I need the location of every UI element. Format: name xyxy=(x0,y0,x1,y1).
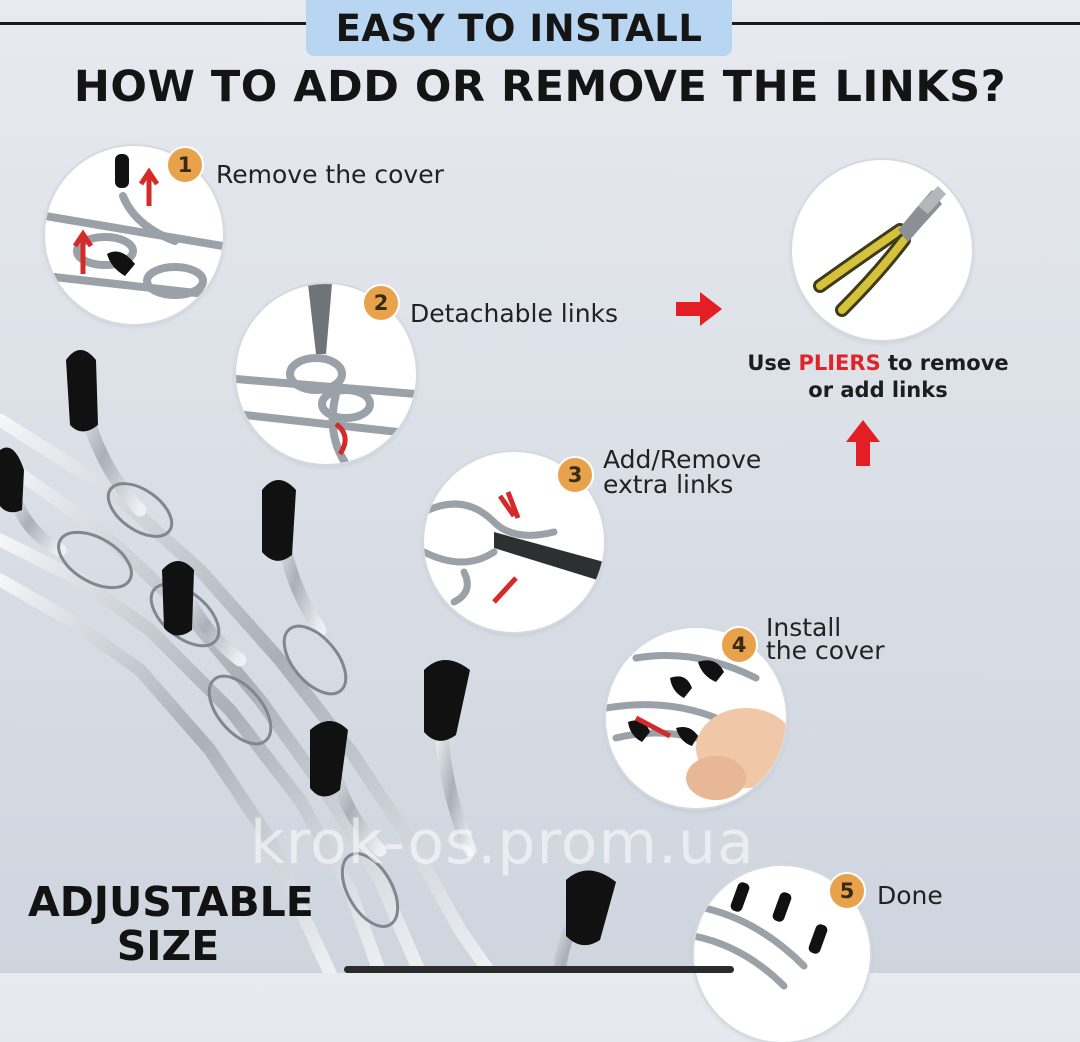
watermark: krok-os.prom.ua xyxy=(250,808,755,878)
step-3-badge: 3 xyxy=(556,456,594,494)
arrow-right-icon xyxy=(676,292,722,326)
adjustable-size-caption: ADJUSTABLE SIZE xyxy=(28,878,314,970)
banner-rule-left xyxy=(0,22,310,25)
adjustable-line2: SIZE xyxy=(116,922,220,970)
step-4-image xyxy=(606,628,786,808)
step-3-label-line2: extra links xyxy=(603,470,734,499)
pliers-note-line2: or add links xyxy=(808,378,948,402)
pliers-image xyxy=(792,160,972,340)
adjustable-line1: ADJUSTABLE xyxy=(28,878,314,926)
step-1-label: Remove the cover xyxy=(216,160,444,189)
page-title: HOW TO ADD OR REMOVE THE LINKS? xyxy=(73,62,1007,112)
step-5-label: Done xyxy=(877,881,943,910)
home-indicator xyxy=(344,966,734,973)
chain-collar-image xyxy=(0,350,616,973)
banner-title: EASY TO INSTALL xyxy=(306,0,732,56)
step-4-badge: 4 xyxy=(720,626,758,664)
step-4-label-line1: Install xyxy=(766,613,842,642)
step-2-image xyxy=(236,284,416,464)
step-3-label-line1: Add/Remove xyxy=(603,445,762,474)
step-4-label-line2: the cover xyxy=(766,636,885,665)
step-5-badge: 5 xyxy=(828,872,866,910)
banner-rule-right xyxy=(728,22,1080,25)
pliers-note-suffix: to remove xyxy=(880,351,1009,375)
pliers-note-highlight: PLIERS xyxy=(798,351,881,375)
arrow-up-icon xyxy=(846,420,880,466)
step-2-badge: 2 xyxy=(362,284,400,322)
pliers-note: Use PLIERS to remove or add links xyxy=(738,350,1018,404)
step-1-badge: 1 xyxy=(166,146,204,184)
pliers-note-prefix: Use xyxy=(747,351,799,375)
step-2-label: Detachable links xyxy=(410,299,619,328)
